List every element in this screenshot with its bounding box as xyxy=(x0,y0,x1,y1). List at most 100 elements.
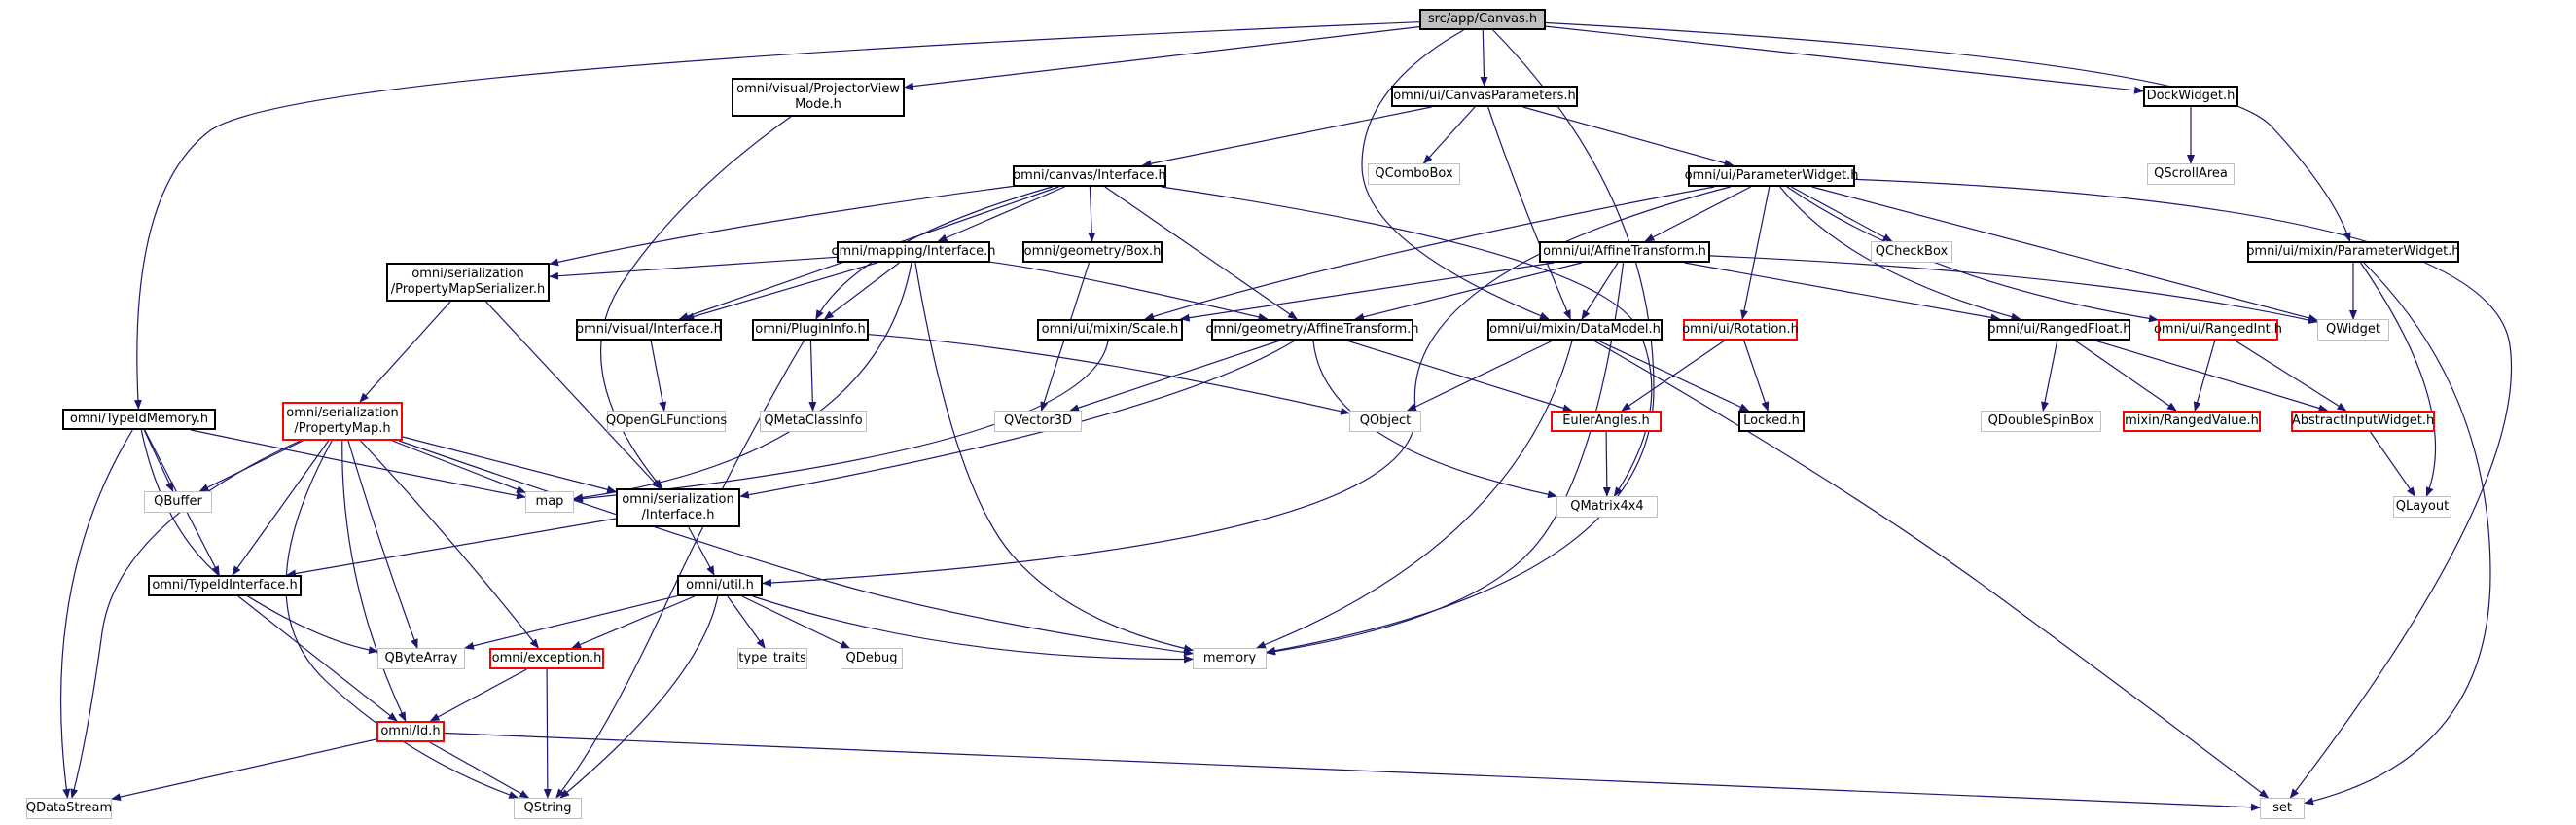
edge-plugininfo-to-qstring xyxy=(555,340,805,799)
edge-rangedint-to-rangedvalue xyxy=(2193,340,2216,412)
node-plugininfo[interactable]: omni/PluginInfo.h xyxy=(752,319,869,341)
node-qbytearray: QByteArray xyxy=(377,648,465,669)
node-projector[interactable]: omni/visual/ProjectorView Mode.h xyxy=(732,78,905,117)
node-qobject: QObject xyxy=(1349,411,1421,432)
node-uiaffine[interactable]: omni/ui/AffineTransform.h xyxy=(1539,241,1710,263)
edge-canvasparams-to-datamodel xyxy=(1487,106,1571,320)
edge-canvas-to-memory xyxy=(1266,29,1655,655)
node-map: map xyxy=(525,491,574,513)
edge-propertymap-to-serinterface xyxy=(402,436,617,494)
node-propmapserializer[interactable]: omni/serialization /PropertyMapSerialize… xyxy=(386,263,550,302)
edge-util-to-qdebug xyxy=(741,595,851,649)
node-visualinterface[interactable]: omni/visual/Interface.h xyxy=(576,319,722,341)
edge-propertymap-to-qstring xyxy=(285,440,519,799)
edge-plugininfo-to-qmetaclassinfo xyxy=(808,340,817,412)
node-canvasinterface[interactable]: omni/canvas/Interface.h xyxy=(1013,165,1166,187)
edge-serinterface-to-util xyxy=(688,526,715,576)
node-qmetaclassinfo: QMetaClassInfo xyxy=(760,411,867,432)
node-typeidinterface[interactable]: omni/TypeIdInterface.h xyxy=(148,575,302,596)
edge-typeidmemory-to-qbuffer xyxy=(143,429,174,492)
edge-canvasinterface-to-mappinginterface xyxy=(937,186,1065,242)
node-qscrollarea: QScrollArea xyxy=(2147,163,2235,185)
node-id[interactable]: omni/Id.h xyxy=(376,721,445,742)
edge-typeidinterface-to-id xyxy=(237,595,398,722)
edge-propmapserializer-to-propertymap xyxy=(359,301,451,403)
node-paramwidget[interactable]: omni/ui/ParameterWidget.h xyxy=(1685,165,1858,187)
edge-canvas-to-mixinparamwidget xyxy=(1545,21,2351,242)
edge-uiaffine-to-qwidget xyxy=(1709,255,2318,324)
edge-propertymap-to-qbytearray xyxy=(347,440,418,649)
node-mixinparamwidget[interactable]: omni/ui/mixin/ParameterWidget.h xyxy=(2246,241,2460,263)
edge-rotation-to-locked xyxy=(1743,340,1770,412)
node-qdebug: QDebug xyxy=(841,648,903,669)
node-abstractinput[interactable]: AbstractInputWidget.h xyxy=(2291,411,2435,432)
edge-util-to-typetraits xyxy=(727,595,766,649)
node-dockwidget[interactable]: DockWidget.h xyxy=(2143,86,2238,107)
edge-propertymap-to-id xyxy=(341,440,407,722)
edge-paramwidget-to-set xyxy=(1854,178,2513,799)
edge-typeidmemory-to-qdatastream xyxy=(60,429,133,799)
edge-canvas-to-projector xyxy=(904,26,1420,90)
edge-uiaffine-to-rangedfloat xyxy=(1684,262,2001,322)
node-mappinginterface[interactable]: omni/mapping/Interface.h xyxy=(831,241,996,263)
node-eulerangles[interactable]: EulerAngles.h xyxy=(1551,411,1662,432)
node-datamodel[interactable]: omni/ui/mixin/DataModel.h xyxy=(1487,319,1663,341)
edge-plugininfo-to-qobject xyxy=(868,334,1350,415)
node-mixinscale[interactable]: omni/ui/mixin/Scale.h xyxy=(1037,319,1183,341)
node-qstring: QString xyxy=(514,798,582,819)
node-memory: memory xyxy=(1193,648,1267,669)
edge-propertymap-to-typeidinterface xyxy=(232,440,330,576)
node-rotation[interactable]: omni/ui/Rotation.h xyxy=(1682,319,1799,341)
edge-geomaffine-to-serinterface xyxy=(739,340,1296,499)
edge-rangedfloat-to-qdoublespinbox xyxy=(2041,340,2058,412)
edge-exception-to-id xyxy=(429,668,527,722)
node-rangedfloat[interactable]: omni/ui/RangedFloat.h xyxy=(1988,319,2131,341)
edge-canvasinterface-to-geomaffine xyxy=(1104,186,1298,320)
node-rangedvalue[interactable]: mixin/RangedValue.h xyxy=(2123,411,2261,432)
edge-id-to-qstring xyxy=(429,741,530,799)
edge-rangedfloat-to-rangedvalue xyxy=(2074,340,2177,412)
edge-geomaffine-to-qvector3d xyxy=(1069,340,1281,412)
edge-mappinginterface-to-map xyxy=(573,262,912,502)
edge-id-to-qdatastream xyxy=(111,738,377,802)
node-qvector3d: QVector3D xyxy=(994,411,1082,432)
edge-canvas-to-typeidmemory xyxy=(133,21,1420,410)
node-serinterface[interactable]: omni/serialization /Interface.h xyxy=(616,488,740,527)
node-geomaffine[interactable]: omni/geometry/AffineTransform.h xyxy=(1206,319,1418,341)
edge-visualinterface-to-qopengl xyxy=(650,340,667,412)
node-locked[interactable]: Locked.h xyxy=(1738,411,1805,432)
node-qdatastream: QDataStream xyxy=(26,798,112,819)
edge-typeidmemory-to-map xyxy=(191,429,526,500)
edge-projector-to-serinterface xyxy=(599,116,792,489)
edge-paramwidget-to-rangedint xyxy=(1786,186,2159,323)
edge-geomaffine-to-qmatrix4x4 xyxy=(1312,340,1557,499)
edge-propertymap-to-map xyxy=(392,440,526,493)
edge-canvasinterface-to-box xyxy=(1088,186,1096,242)
edge-rotation-to-eulerangles xyxy=(1621,340,1726,412)
edge-serinterface-to-typeidinterface xyxy=(286,518,617,578)
edge-id-to-set xyxy=(444,732,2261,811)
node-canvasparams[interactable]: omni/ui/CanvasParameters.h xyxy=(1391,86,1578,107)
edge-paramwidget-to-mixinscale xyxy=(1144,186,1715,321)
edge-uiaffine-to-memory xyxy=(1266,262,1625,656)
edge-paramwidget-to-qwidget xyxy=(1811,186,2318,322)
node-exception[interactable]: omni/exception.h xyxy=(489,648,604,669)
edge-paramwidget-to-rotation xyxy=(1740,186,1771,320)
node-qbuffer: QBuffer xyxy=(144,491,212,513)
node-propertymap[interactable]: omni/serialization /PropertyMap.h xyxy=(282,402,403,441)
edge-propertymap-to-qbuffer xyxy=(198,440,304,492)
edge-datamodel-to-set xyxy=(1592,340,2270,799)
edge-canvasparams-to-canvasinterface xyxy=(1141,106,1432,168)
node-rangedint[interactable]: omni/ui/RangedInt.h xyxy=(2154,319,2282,341)
edge-uiaffine-to-datamodel xyxy=(1581,262,1619,320)
edge-uiaffine-to-geomaffine xyxy=(1354,262,1583,321)
edge-propmapserializer-to-serinterface xyxy=(485,301,662,489)
edge-abstractinput-to-qlayout xyxy=(2370,431,2415,497)
edge-mappinginterface-to-memory xyxy=(914,262,1194,653)
edge-canvas-to-datamodel xyxy=(1361,29,1550,320)
node-canvas[interactable]: src/app/Canvas.h xyxy=(1419,9,1546,30)
node-box[interactable]: omni/geometry/Box.h xyxy=(1022,241,1163,263)
node-util[interactable]: omni/util.h xyxy=(677,575,763,596)
node-typeidmemory[interactable]: omni/TypeIdMemory.h xyxy=(62,409,216,430)
